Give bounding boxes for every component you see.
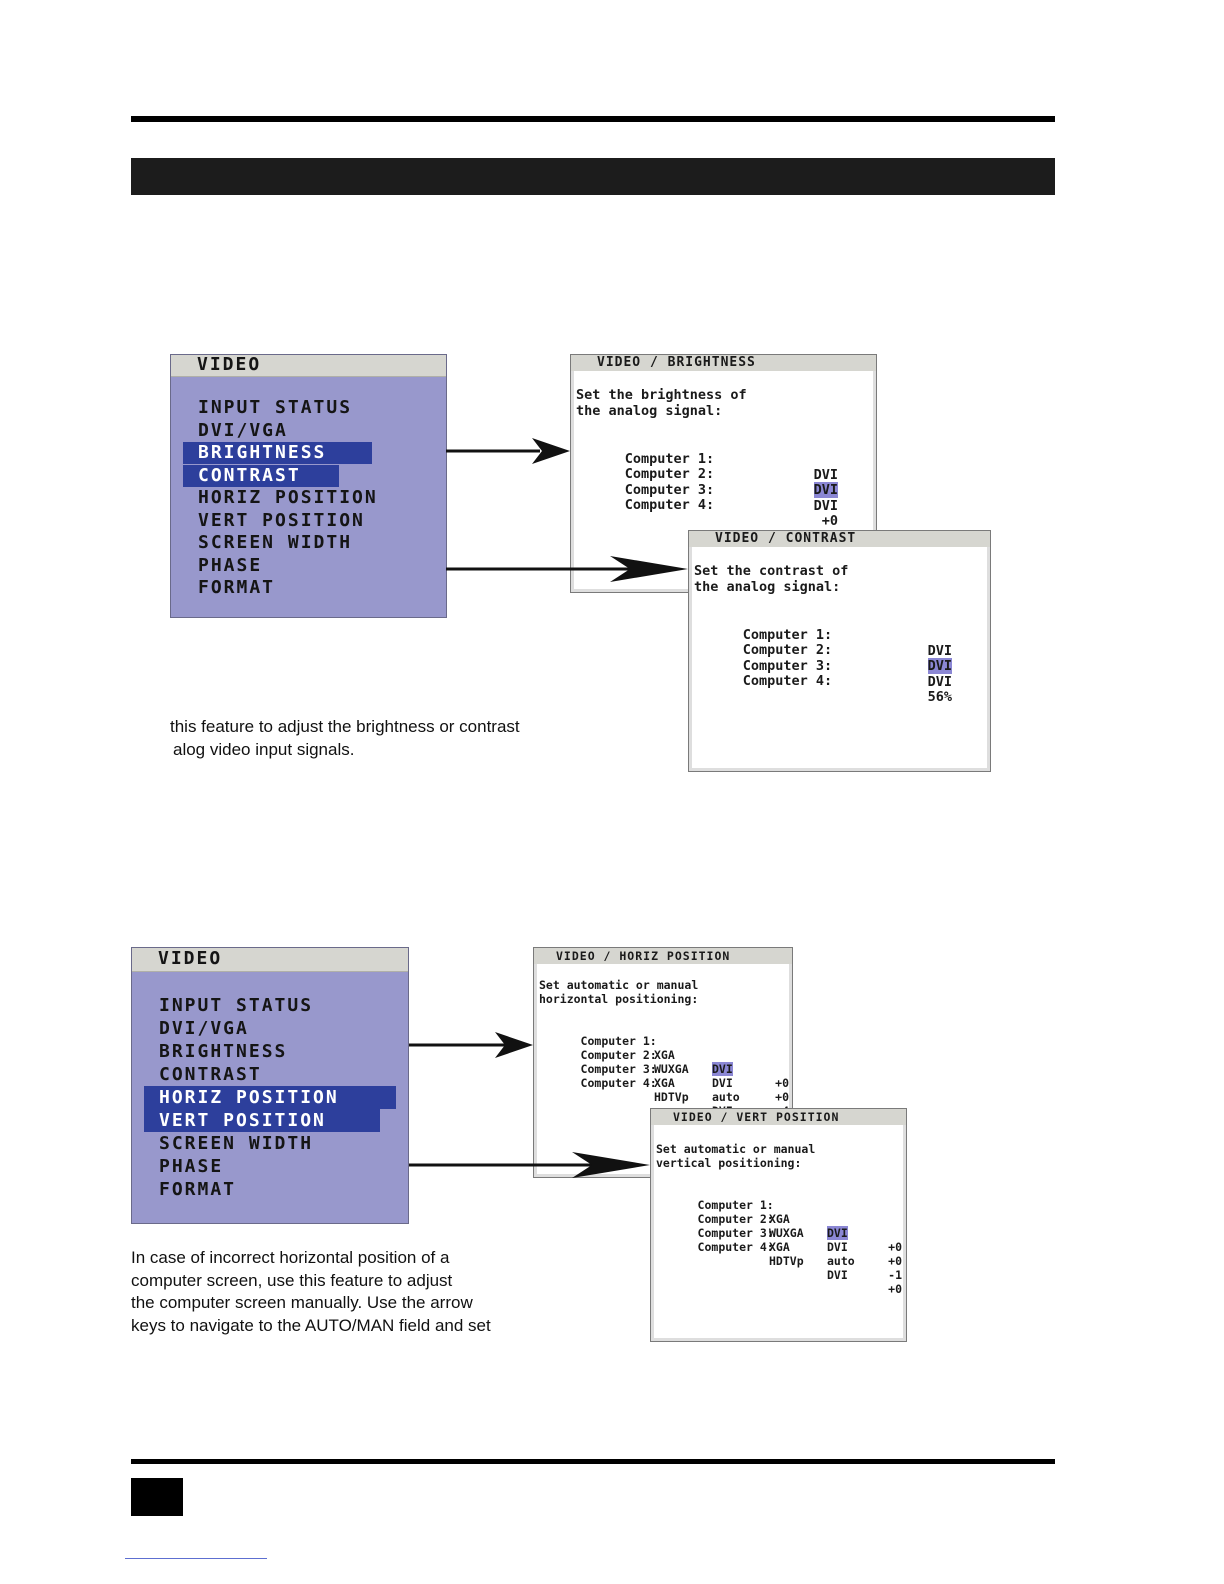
vert-position-dialog: VIDEO / VERT POSITION Set automatic or m… (650, 1108, 907, 1342)
dialog-row: Computer 2: DVI (742, 642, 952, 674)
row-value[interactable]: DVI (927, 674, 952, 690)
dialog-row: Computer 2: WUXGA DVI +0 (697, 1212, 902, 1268)
arrow-to-contrast (446, 556, 688, 582)
dialog-text: vertical positioning: (656, 1156, 802, 1170)
menu-header: VIDEO (171, 355, 446, 377)
dialog-row: Computer 2: DVI (624, 466, 838, 498)
dialog-row: Computer 3: DVI (624, 482, 838, 514)
menu-item-input-status[interactable]: INPUT STATUS (159, 995, 314, 1016)
row-value-selected[interactable]: DVI (813, 482, 838, 498)
menu-item-phase[interactable]: PHASE (198, 555, 263, 576)
mode-field-selected[interactable]: DVI (712, 1062, 733, 1076)
menu-item-screen-width[interactable]: SCREEN WIDTH (198, 532, 353, 553)
arrow-to-horiz-position (409, 1032, 533, 1058)
video-menu-panel-2: VIDEO INPUT STATUS DVI/VGA BRIGHTNESS CO… (131, 947, 409, 1224)
contrast-dialog: VIDEO / CONTRAST Set the contrast of the… (688, 530, 991, 772)
dialog-text: the analog signal: (576, 403, 723, 419)
horiz-position-dialog: VIDEO / HORIZ POSITION Set automatic or … (533, 947, 793, 1178)
brightness-description: this feature to adjust the brightness or… (170, 717, 520, 759)
mode-field-selected[interactable]: DVI (827, 1226, 848, 1240)
menu-item-contrast[interactable]: CONTRAST (183, 465, 339, 487)
dialog-header: VIDEO / BRIGHTNESS (571, 355, 876, 371)
menu-item-screen-width[interactable]: SCREEN WIDTH (159, 1133, 314, 1154)
menu-item-dvi-vga[interactable]: DVI/VGA (159, 1018, 249, 1039)
section-title-bar (131, 158, 1055, 195)
dialog-header: VIDEO / VERT POSITION (651, 1109, 906, 1125)
dialog-row: Computer 4: HDTVp DVI +0 (697, 1240, 902, 1296)
dialog-row: Computer 4: +0 (624, 497, 838, 529)
row-value[interactable]: DVI (927, 643, 952, 659)
mode-field[interactable]: auto (712, 1090, 740, 1104)
top-rule (131, 116, 1055, 122)
dialog-text: the analog signal: (694, 579, 841, 595)
horiz-position-description: In case of incorrect horizontal position… (131, 1248, 491, 1335)
dialog-row: Computer 4: 56% (742, 673, 952, 705)
menu-item-contrast[interactable]: CONTRAST (159, 1064, 262, 1085)
dialog-row: Computer 1: DVI (624, 451, 838, 483)
dialog-row: Computer 1: XGA DVI +0 (580, 1034, 789, 1090)
menu-item-brightness[interactable]: BRIGHTNESS (183, 442, 372, 464)
page-number-box (131, 1478, 183, 1516)
dialog-row: Computer 1: XGA DVI +0 (697, 1198, 902, 1254)
arrow-to-brightness (446, 438, 570, 464)
menu-item-dvi-vga[interactable]: DVI/VGA (198, 420, 288, 441)
mode-field[interactable]: DVI (712, 1076, 733, 1090)
dialog-header: VIDEO / HORIZ POSITION (534, 948, 792, 964)
menu-item-phase[interactable]: PHASE (159, 1156, 224, 1177)
mode-field[interactable]: DVI (827, 1240, 848, 1254)
row-value[interactable]: 56% (927, 689, 952, 705)
bottom-rule (131, 1459, 1055, 1464)
row-value[interactable]: DVI (813, 498, 838, 514)
dialog-text: Set automatic or manual (539, 978, 699, 992)
dialog-text: Set automatic or manual (656, 1142, 816, 1156)
menu-item-format[interactable]: FORMAT (159, 1179, 237, 1200)
dialog-header: VIDEO / CONTRAST (689, 531, 990, 547)
menu-item-horiz-position[interactable]: HORIZ POSITION (144, 1086, 396, 1109)
dialog-row: Computer 3: XGA auto -1 (697, 1226, 902, 1282)
row-value[interactable]: +0 (821, 513, 838, 529)
menu-item-vert-position[interactable]: VERT POSITION (144, 1109, 380, 1132)
menu-item-horiz-position[interactable]: HORIZ POSITION (198, 487, 378, 508)
dialog-text: Set the brightness of (576, 387, 747, 403)
row-value[interactable]: DVI (813, 467, 838, 483)
dialog-row: Computer 1: DVI (742, 627, 952, 659)
menu-header: VIDEO (132, 948, 408, 972)
mode-field[interactable]: DVI (827, 1268, 848, 1282)
video-menu-panel-1: VIDEO INPUT STATUS DVI/VGA BRIGHTNESS CO… (170, 354, 447, 618)
dialog-text: Set the contrast of (694, 563, 849, 579)
link-underline[interactable] (125, 1558, 267, 1559)
dialog-row: Computer 3: DVI (742, 658, 952, 690)
arrow-to-vert-position (409, 1152, 650, 1178)
menu-item-brightness[interactable]: BRIGHTNESS (159, 1041, 288, 1062)
menu-item-vert-position[interactable]: VERT POSITION (198, 510, 365, 531)
mode-field[interactable]: auto (827, 1254, 855, 1268)
row-value-selected[interactable]: DVI (927, 658, 952, 674)
menu-item-format[interactable]: FORMAT (198, 577, 276, 598)
dialog-row: Computer 2: WUXGA DVI +0 (580, 1048, 789, 1104)
menu-item-input-status[interactable]: INPUT STATUS (198, 397, 353, 418)
dialog-text: horizontal positioning: (539, 992, 699, 1006)
